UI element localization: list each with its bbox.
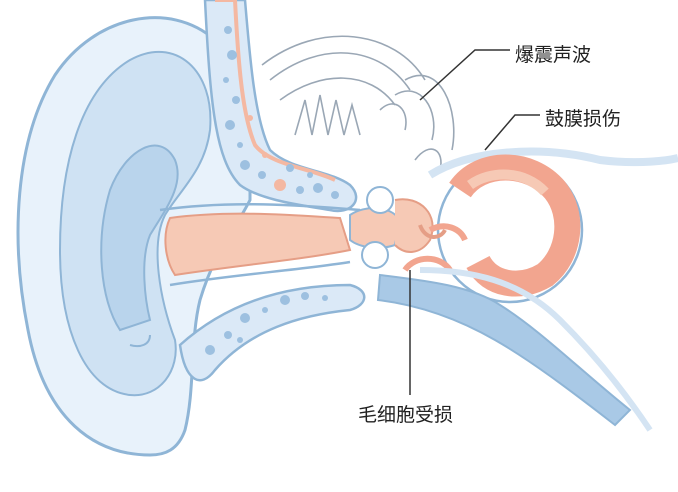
upper-bone — [203, 0, 358, 213]
auricle — [16, 16, 254, 457]
pointer-lines — [409, 49, 540, 395]
ear-canal — [159, 202, 361, 287]
auditory-nerve — [376, 273, 632, 427]
label-hair-cell-damage: 毛细胞受损 — [358, 404, 454, 426]
label-eardrum-damage: 鼓膜损伤 — [545, 108, 622, 130]
bone-pores-upper — [223, 26, 339, 199]
label-blast-wave: 爆震声波 — [515, 44, 592, 66]
pointer-blast-wave — [419, 49, 510, 101]
lower-bone — [178, 283, 366, 382]
vestibular-tube — [419, 267, 653, 432]
sound-waves — [261, 35, 455, 171]
pointer-eardrum — [484, 114, 540, 151]
ossicles — [349, 186, 434, 269]
tympanic-band — [427, 147, 678, 179]
